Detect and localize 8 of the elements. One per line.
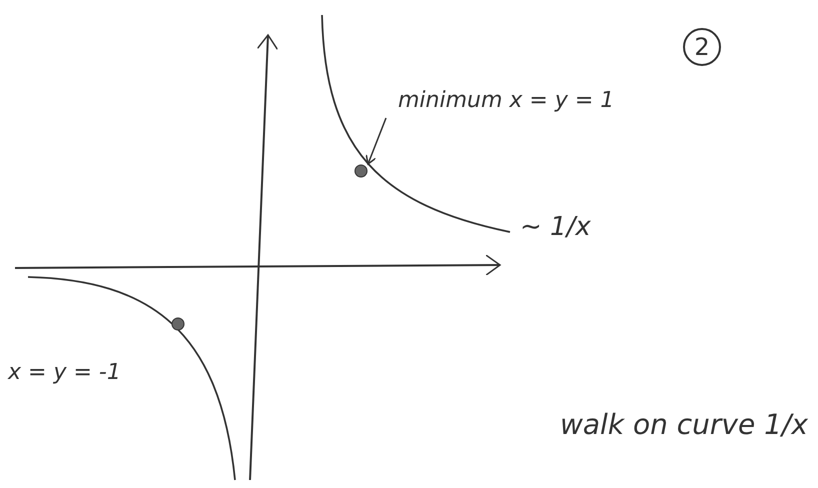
circled-number: 2 [683, 28, 721, 66]
curve-label: ~ 1/x [520, 212, 591, 242]
note-text: walk on curve 1/x [560, 408, 808, 441]
leader-arrow [366, 118, 387, 165]
point-label: x = y = -1 [8, 360, 121, 385]
point-marker [354, 164, 368, 178]
annotation-text: minimum x = y = 1 [398, 88, 614, 113]
point-marker [172, 318, 184, 330]
